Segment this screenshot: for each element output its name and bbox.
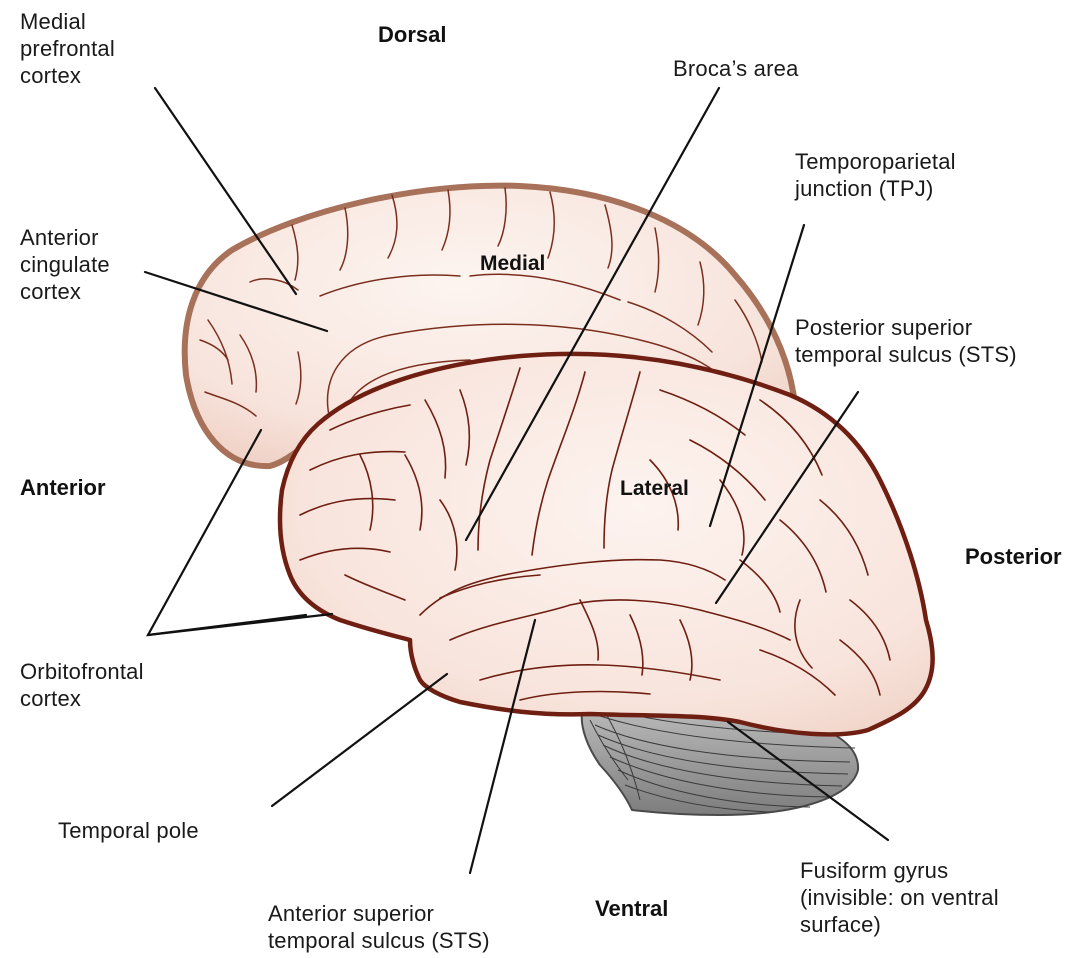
label-anterior-cingulate-cortex: Anterior cingulate cortex	[20, 224, 110, 305]
label-line: prefrontal	[20, 35, 115, 62]
lateral-hemisphere	[280, 354, 933, 735]
label-posterior-superior-temporal-sulcus: Posterior superior temporal sulcus (STS)	[795, 314, 1017, 368]
label-line: Posterior superior	[795, 314, 1017, 341]
direction-dorsal: Dorsal	[378, 22, 446, 48]
label-line: Fusiform gyrus	[800, 857, 999, 884]
label-line: Temporal pole	[58, 817, 199, 844]
label-line: Anterior	[20, 224, 110, 251]
leader-orbitofrontal-b	[148, 614, 332, 635]
label-line: junction (TPJ)	[795, 175, 956, 202]
direction-anterior: Anterior	[20, 475, 106, 501]
surface-lateral-label: Lateral	[620, 477, 689, 501]
direction-posterior: Posterior	[965, 544, 1062, 570]
label-orbitofrontal-cortex: Orbitofrontal cortex	[20, 658, 144, 712]
label-line: cingulate	[20, 251, 110, 278]
label-line: temporal sulcus (STS)	[268, 927, 490, 954]
label-temporoparietal-junction: Temporoparietal junction (TPJ)	[795, 148, 956, 202]
lateral-surface-outline	[280, 354, 933, 735]
label-line: cortex	[20, 62, 115, 89]
direction-ventral: Ventral	[595, 896, 668, 922]
label-fusiform-gyrus: Fusiform gyrus (invisible: on ventral su…	[800, 857, 999, 938]
label-line: cortex	[20, 278, 110, 305]
label-anterior-superior-temporal-sulcus: Anterior superior temporal sulcus (STS)	[268, 900, 490, 954]
label-medial-prefrontal-cortex: Medial prefrontal cortex	[20, 8, 115, 89]
label-line: Temporoparietal	[795, 148, 956, 175]
label-line: cortex	[20, 685, 144, 712]
label-line: Broca’s area	[673, 55, 799, 82]
label-line: Medial	[20, 8, 115, 35]
label-line: (invisible: on ventral	[800, 884, 999, 911]
leader-temporal-pole	[272, 674, 447, 806]
label-temporal-pole: Temporal pole	[58, 817, 199, 844]
label-line: surface)	[800, 911, 999, 938]
label-brocas-area: Broca’s area	[673, 55, 799, 82]
label-line: temporal sulcus (STS)	[795, 341, 1017, 368]
label-line: Orbitofrontal	[20, 658, 144, 685]
label-line: Anterior superior	[268, 900, 490, 927]
surface-medial-label: Medial	[480, 252, 545, 276]
